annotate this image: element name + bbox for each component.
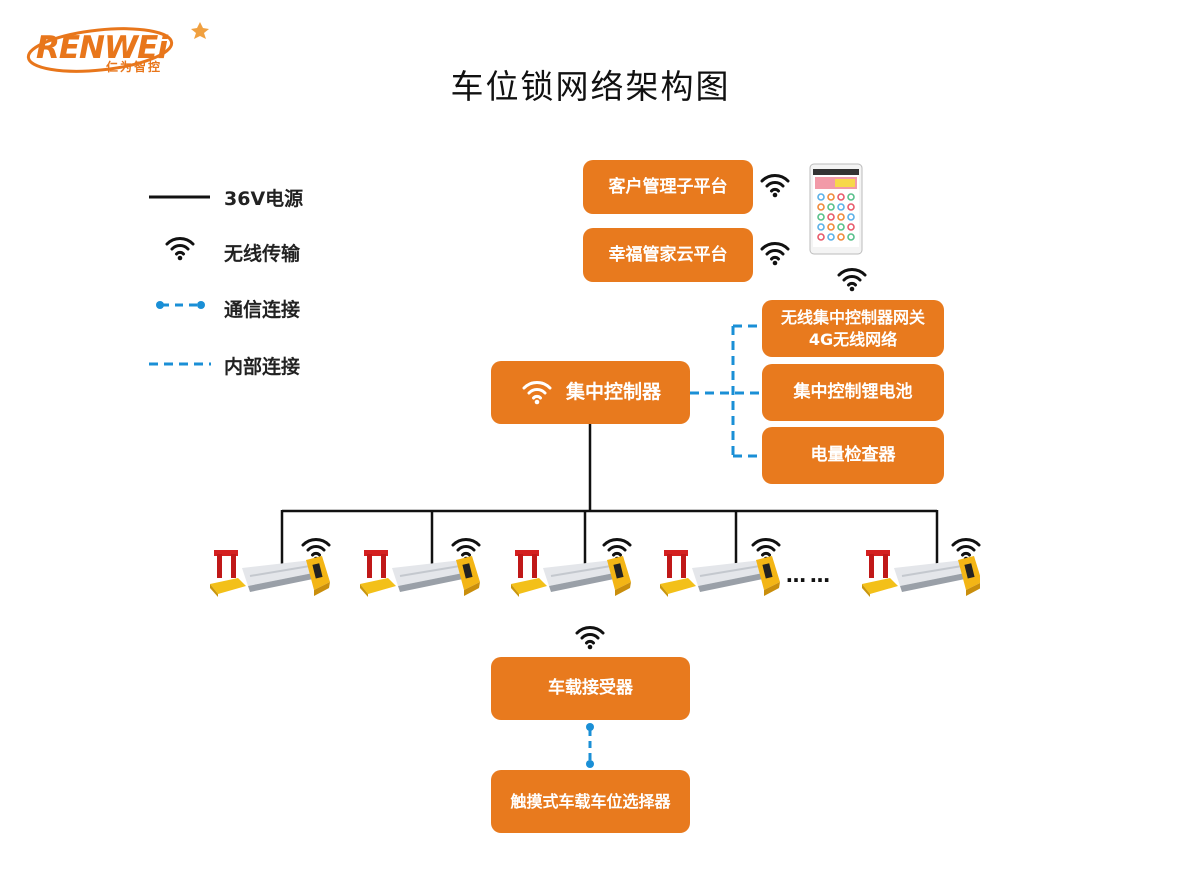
gateway-label: 无线集中控制器网关 — [780, 307, 925, 327]
receiver-label: 车载接受器 — [548, 678, 633, 699]
cloud-platform-wifi-icon — [760, 241, 790, 267]
receiver-selector-link — [586, 723, 594, 768]
renwei-logo: RENWEi 仁为智控 — [22, 16, 227, 78]
wireless-gateway: 无线集中控制器网关 4G无线网络 — [762, 300, 944, 357]
cloud-platform: 幸福管家云平台 — [583, 228, 753, 282]
touch-parking-selector: 触摸式车载车位选择器 — [491, 770, 690, 833]
parking-lock-2 — [359, 549, 480, 598]
client-platform-wifi-icon — [760, 173, 790, 199]
vehicle-receiver: 车载接受器 — [491, 657, 690, 720]
gateway-wifi-icon — [837, 267, 867, 293]
gateway-network-label: 4G无线网络 — [808, 329, 898, 349]
legend-wifi-icon — [165, 236, 195, 262]
controller-wifi-icon — [522, 380, 552, 406]
controller-label: 集中控制器 — [565, 380, 661, 403]
smartphone-app-image — [809, 163, 863, 255]
legend-communication-label: 通信连接 — [224, 299, 301, 321]
client-management-platform: 客户管理子平台 — [583, 160, 753, 214]
legend-internal-label: 内部连接 — [224, 356, 301, 378]
parking-lock-5 — [861, 549, 980, 598]
legend-power-label: 36V电源 — [224, 188, 304, 210]
selector-label: 触摸式车载车位选择器 — [510, 791, 671, 811]
power-bus — [280, 424, 939, 568]
logo-swoosh — [26, 22, 209, 73]
client-platform-label: 客户管理子平台 — [608, 176, 728, 197]
legend-dot-dash-line — [156, 301, 205, 309]
battery-label: 集中控制锂电池 — [793, 382, 913, 403]
more-locks-ellipsis: …… — [786, 563, 834, 587]
page-title: 车位锁网络架构图 — [450, 67, 731, 106]
power-meter: 电量检查器 — [762, 427, 944, 484]
receiver-wifi-icon — [575, 625, 605, 651]
meter-label: 电量检查器 — [810, 445, 896, 466]
logo-brand: RENWEi — [36, 30, 168, 66]
legend-wireless-label: 无线传输 — [224, 243, 301, 265]
cloud-platform-label: 幸福管家云平台 — [608, 244, 728, 265]
parking-lock-4 — [659, 549, 780, 598]
parking-lock-1 — [209, 549, 330, 598]
central-controller: 集中控制器 — [491, 361, 690, 424]
logo-subtitle: 仁为智控 — [106, 60, 163, 74]
lithium-battery: 集中控制锂电池 — [762, 364, 944, 421]
parking-lock-3 — [510, 549, 631, 598]
